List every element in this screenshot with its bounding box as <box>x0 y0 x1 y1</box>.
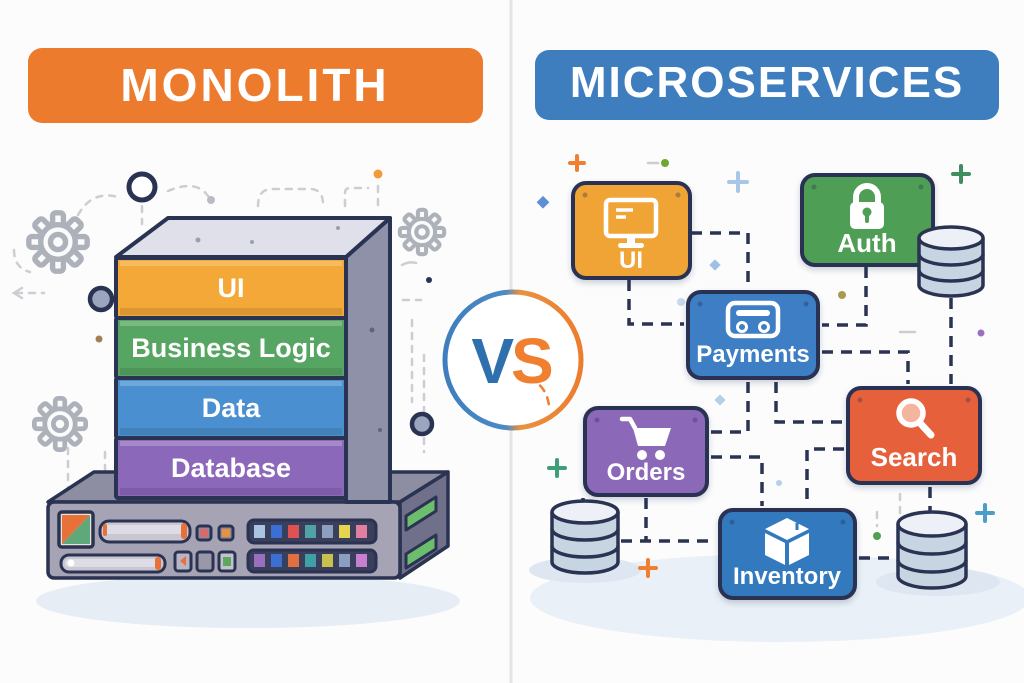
circle-decoration <box>126 171 158 203</box>
layer-label: Business Logic <box>131 333 331 363</box>
vs-badge: VS <box>442 289 584 431</box>
database-icon <box>896 510 968 590</box>
gear-icon <box>34 398 85 449</box>
service-inventory: Inventory <box>718 508 857 600</box>
vs-label: VS <box>471 325 552 397</box>
monolith-layer-database: Database <box>114 436 348 500</box>
lock-icon <box>850 183 884 229</box>
service-orders: Orders <box>583 406 709 497</box>
service-label: Auth <box>837 228 896 258</box>
service-label: Payments <box>696 341 809 368</box>
monitor-icon <box>603 197 659 248</box>
monolith-layer-business-logic: Business Logic <box>114 316 348 380</box>
layer-label: UI <box>218 273 245 303</box>
service-label: Inventory <box>733 563 842 590</box>
circle-decoration <box>87 285 115 313</box>
circle-decoration <box>409 411 435 437</box>
layer-label: Data <box>202 393 262 423</box>
service-auth: Auth <box>800 173 935 267</box>
stack-side-face <box>344 216 392 504</box>
microservices-header: MICROSERVICES <box>535 50 999 120</box>
server-badge <box>57 510 95 549</box>
led-panel <box>246 518 378 545</box>
server-button <box>195 550 215 573</box>
shopping-cart-icon <box>619 416 671 460</box>
search-icon <box>896 398 935 439</box>
database-icon <box>550 499 620 575</box>
gear-icon <box>29 213 87 271</box>
stack-top-face <box>114 216 392 259</box>
package-icon <box>765 518 809 565</box>
database-icon <box>917 225 985 298</box>
service-label: Orders <box>607 459 686 486</box>
credit-card-icon <box>725 300 781 339</box>
monolith-panel: MONOLITH <box>11 48 483 628</box>
monolith-stack: UI Business Logic Data Database <box>114 216 392 504</box>
gear-icon <box>400 210 444 254</box>
monolith-layer-ui: UI <box>114 256 348 320</box>
server-vent <box>404 533 438 570</box>
service-ui: UI <box>571 181 692 280</box>
service-search: Search <box>846 386 982 485</box>
microservices-header-label: MICROSERVICES <box>570 58 964 107</box>
server-vent <box>404 495 438 532</box>
microservices-panel: MICROSERVICES <box>513 50 1024 642</box>
service-payments: Payments <box>686 290 820 380</box>
monolith-header: MONOLITH <box>28 48 483 123</box>
microservices-header-box <box>535 50 999 120</box>
layer-label: Database <box>171 453 291 483</box>
floor-shadow <box>36 574 460 628</box>
service-label: Search <box>871 442 958 472</box>
monolith-header-label: MONOLITH <box>120 59 389 111</box>
service-label: UI <box>619 247 643 274</box>
led-panel <box>246 548 378 574</box>
monolith-header-box <box>28 48 483 123</box>
monolith-layer-data: Data <box>114 376 348 440</box>
left-decorations <box>11 169 444 547</box>
